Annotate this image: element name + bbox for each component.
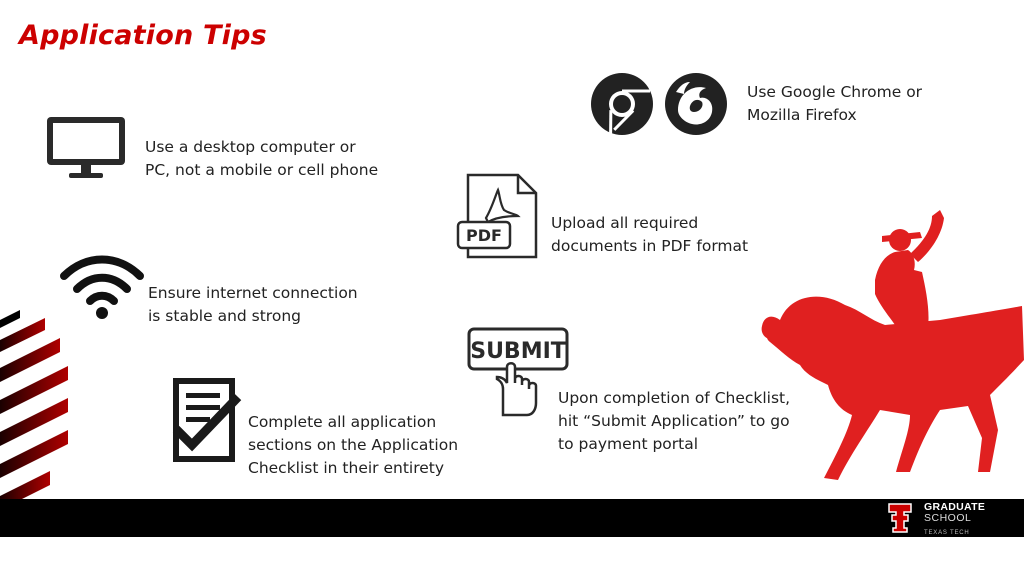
tip-desktop-line-1: Use a desktop computer or: [145, 138, 356, 156]
bottom-margin: [0, 537, 1024, 576]
tip-internet-line-1: Ensure internet connection: [148, 284, 358, 302]
checklist-icon: [172, 378, 242, 462]
tip-browser-line-1: Use Google Chrome or: [747, 83, 923, 101]
pdf-file-icon: PDF: [456, 173, 538, 259]
tip-pdf-line-1: Upload all required: [551, 214, 699, 232]
texas-tech-logo-icon: [888, 503, 912, 533]
logo-line-2: SCHOOL: [924, 512, 972, 524]
tip-desktop: Use a desktop computer or PC, not a mobi…: [145, 136, 378, 182]
monitor-icon: [47, 117, 125, 178]
tip-desktop-line-2: PC, not a mobile or cell phone: [145, 161, 379, 179]
submit-button-icon: SUBMIT: [467, 327, 569, 417]
graduate-school-logo: GRADUATE SCHOOL TEXAS TECH: [924, 502, 985, 539]
tip-checklist-line-3: Checklist in their entirety: [248, 459, 445, 477]
tip-submit-line-2: hit “Submit Application” to go: [558, 412, 790, 430]
slide-title: Application Tips: [19, 20, 267, 51]
tip-checklist: Complete all application sections on the…: [248, 411, 458, 480]
tip-internet-line-2: is stable and strong: [148, 307, 301, 325]
logo-line-3: TEXAS TECH: [924, 530, 970, 536]
wifi-icon: [60, 255, 144, 319]
tip-internet: Ensure internet connection is stable and…: [148, 282, 358, 328]
firefox-icon: [665, 73, 727, 135]
chrome-icon: [591, 73, 653, 136]
tip-pdf-line-2: documents in PDF format: [551, 237, 749, 255]
tip-pdf: Upload all required documents in PDF for…: [551, 212, 748, 258]
tip-checklist-line-2: sections on the Application: [248, 436, 459, 454]
tip-submit-line-3: to payment portal: [558, 435, 699, 453]
horse-rider-silhouette: [761, 210, 1024, 480]
tip-checklist-line-1: Complete all application: [248, 413, 437, 431]
tip-submit-line-1: Upon completion of Checklist,: [558, 389, 791, 407]
submit-icon-label: SUBMIT: [470, 339, 566, 364]
tip-browser-line-2: Mozilla Firefox: [747, 106, 857, 124]
tip-browser: Use Google Chrome or Mozilla Firefox: [747, 81, 922, 127]
pdf-icon-label: PDF: [466, 226, 502, 245]
tip-submit: Upon completion of Checklist, hit “Submi…: [558, 387, 790, 456]
footer-bar: [0, 499, 1024, 537]
logo-line-1: GRADUATE: [924, 501, 986, 513]
